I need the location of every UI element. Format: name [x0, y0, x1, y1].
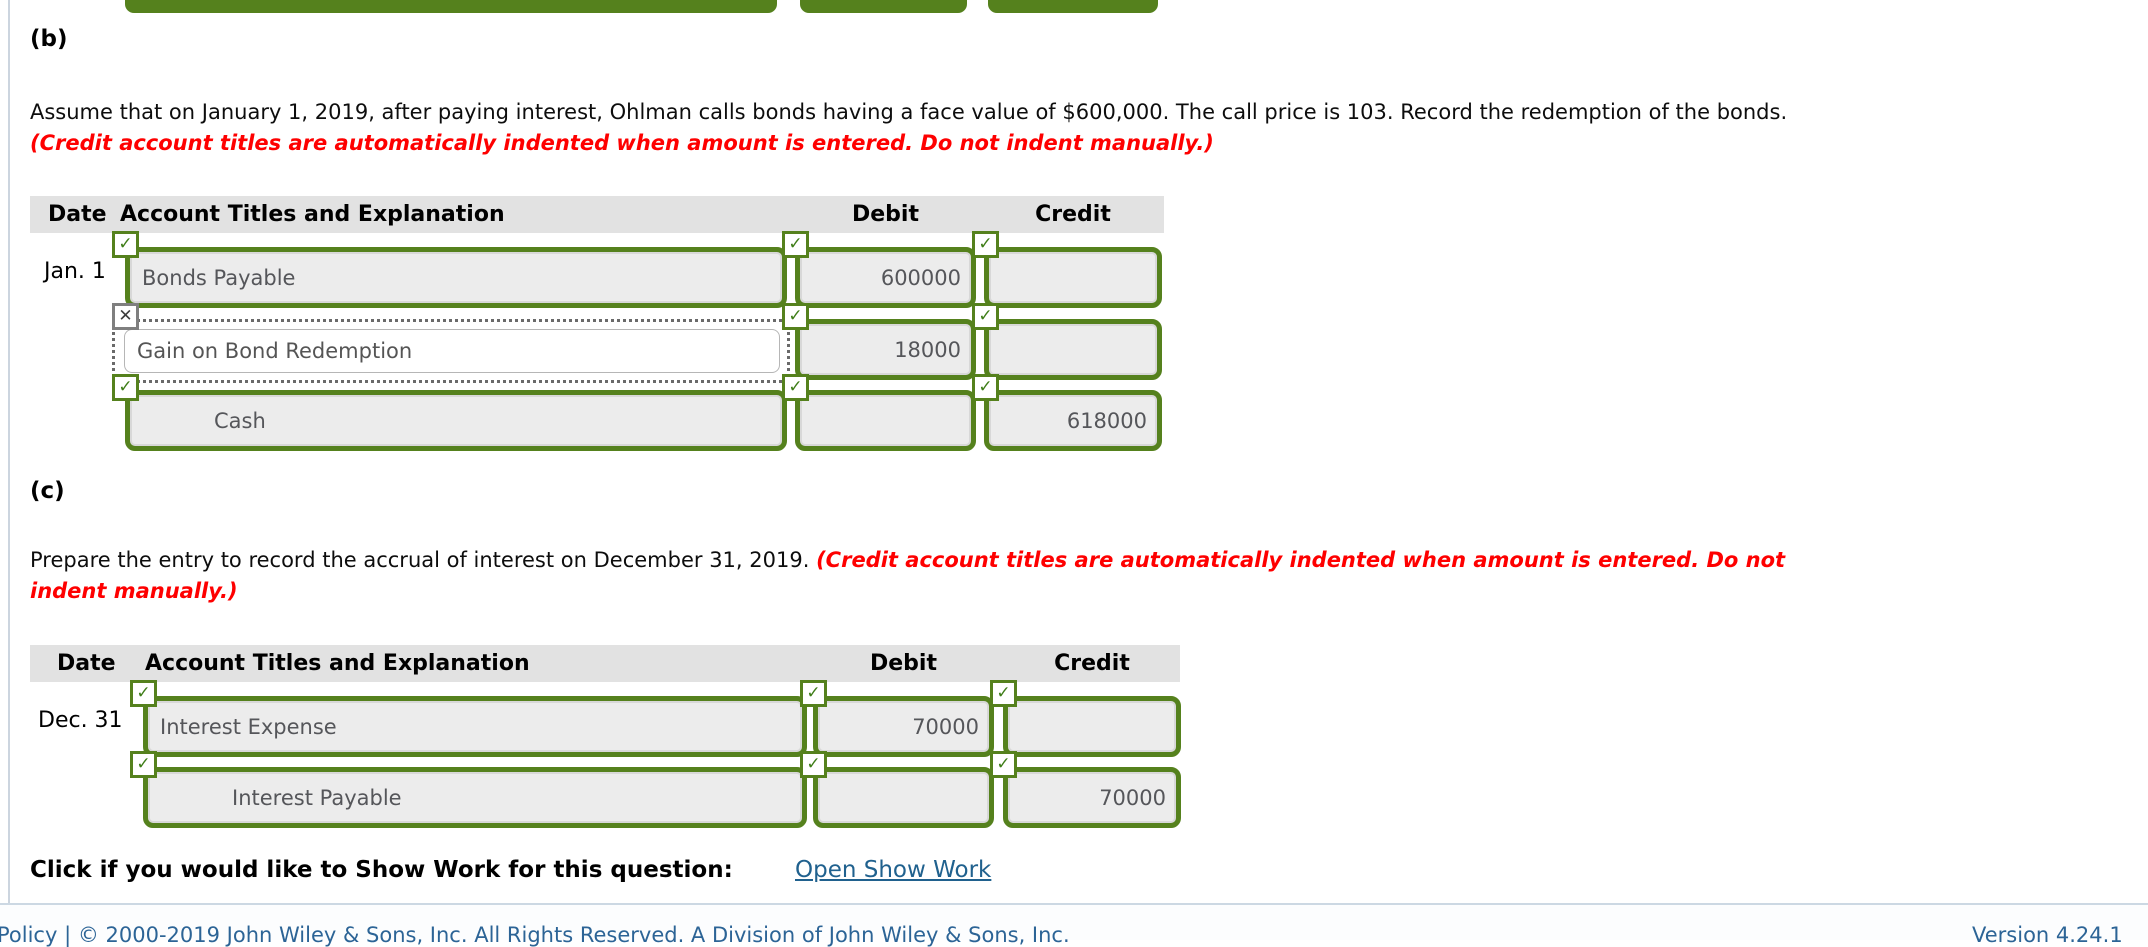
section-c-prompt: Prepare the entry to record the accrual …	[30, 545, 1785, 607]
cutoff-debit-input-remnant	[800, 0, 967, 13]
debit-input[interactable]	[795, 247, 976, 308]
section-c-instruction-part2: indent manually.)	[30, 579, 238, 603]
footer-copyright[interactable]: Policy | © 2000-2019 John Wiley & Sons, …	[0, 923, 1070, 947]
entry-date-label: Jan. 1	[44, 259, 106, 284]
correct-check-icon: ✓	[972, 303, 999, 330]
show-work-label: Click if you would like to Show Work for…	[30, 857, 733, 883]
correct-check-icon: ✓	[800, 751, 827, 778]
header-credit: Credit	[1054, 651, 1130, 676]
section-b-instruction: (Credit account titles are automatically…	[30, 131, 1214, 155]
section-b-prompt-text: Assume that on January 1, 2019, after pa…	[30, 100, 1788, 124]
account-title-input[interactable]	[125, 247, 787, 308]
credit-input[interactable]	[984, 247, 1162, 308]
account-title-input[interactable]	[143, 767, 807, 828]
open-show-work-link[interactable]: Open Show Work	[795, 857, 992, 883]
account-title-input[interactable]	[125, 390, 787, 451]
incorrect-x-icon: ✕	[112, 303, 139, 330]
debit-input[interactable]	[813, 767, 994, 828]
journal-c-header-row: Date Account Titles and Explanation Debi…	[30, 645, 1180, 682]
correct-check-icon: ✓	[990, 680, 1017, 707]
section-c-instruction-part1: (Credit account titles are automatically…	[816, 548, 1786, 572]
account-title-input[interactable]	[143, 696, 807, 757]
section-b-heading: (b)	[30, 26, 68, 52]
header-debit: Debit	[870, 651, 937, 676]
journal-b-header-row: Date Account Titles and Explanation Debi…	[30, 196, 1164, 233]
correct-check-icon: ✓	[112, 231, 139, 258]
journal-table-b: Date Account Titles and Explanation Debi…	[30, 196, 1164, 458]
header-account-titles: Account Titles and Explanation	[120, 202, 505, 227]
credit-input[interactable]	[1003, 696, 1181, 757]
header-account-titles: Account Titles and Explanation	[145, 651, 530, 676]
credit-input[interactable]	[984, 319, 1162, 380]
section-c-prompt-text: Prepare the entry to record the accrual …	[30, 548, 810, 572]
correct-check-icon: ✓	[130, 751, 157, 778]
credit-input[interactable]	[1003, 767, 1181, 828]
footer-divider	[0, 903, 2148, 905]
correct-check-icon: ✓	[990, 751, 1017, 778]
section-c-prompt-line1: Prepare the entry to record the accrual …	[30, 545, 1785, 576]
account-title-input[interactable]	[124, 329, 780, 373]
debit-input[interactable]	[795, 390, 976, 451]
journal-table-c: Date Account Titles and Explanation Debi…	[30, 645, 1181, 875]
credit-input[interactable]	[984, 390, 1162, 451]
correct-check-icon: ✓	[972, 374, 999, 401]
footer-version: Version 4.24.1	[1972, 923, 2123, 947]
correct-check-icon: ✓	[782, 303, 809, 330]
cutoff-credit-input-remnant	[988, 0, 1158, 13]
section-c-heading: (c)	[30, 478, 65, 504]
cutoff-account-input-remnant	[125, 0, 777, 13]
correct-check-icon: ✓	[112, 374, 139, 401]
correct-check-icon: ✓	[972, 231, 999, 258]
debit-input[interactable]	[813, 696, 994, 757]
debit-input[interactable]	[795, 319, 976, 380]
panel-left-border	[8, 0, 10, 903]
header-date: Date	[57, 651, 116, 676]
correct-check-icon: ✓	[782, 374, 809, 401]
correct-check-icon: ✓	[800, 680, 827, 707]
footer-background	[0, 905, 2148, 940]
header-debit: Debit	[852, 202, 919, 227]
correct-check-icon: ✓	[782, 231, 809, 258]
header-credit: Credit	[1035, 202, 1111, 227]
correct-check-icon: ✓	[130, 680, 157, 707]
header-date: Date	[48, 202, 107, 227]
entry-date-label: Dec. 31	[38, 708, 123, 733]
section-b-prompt: Assume that on January 1, 2019, after pa…	[30, 97, 1787, 159]
